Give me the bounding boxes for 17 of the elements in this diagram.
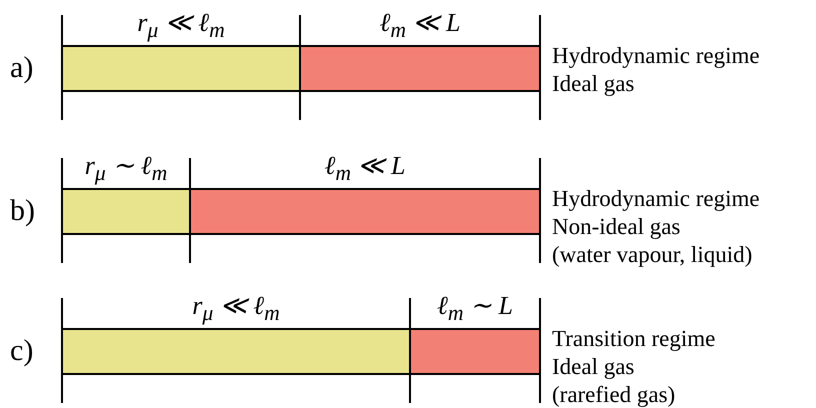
- regime-note: Hydrodynamic regime: [552, 186, 760, 212]
- panel-letter: a): [10, 51, 34, 85]
- range-label: r$_{μ}$ ∼ ℓ$_{m}$: [84, 150, 168, 186]
- regime-note: Transition regime: [552, 326, 716, 352]
- regime-note: Non-ideal gas: [552, 214, 680, 240]
- regime-note: (rarefied gas): [552, 382, 676, 408]
- range-label: ℓ$_{m}$ ∼ L: [436, 290, 514, 326]
- regime-note: Hydrodynamic regime: [552, 43, 760, 69]
- regime-note: Ideal gas: [552, 71, 634, 97]
- panel-letter: c): [10, 334, 34, 368]
- regime-note: (water vapour, liquid): [552, 242, 752, 268]
- range-label: ℓ$_{m}$ ≪ L: [324, 150, 406, 186]
- range-label: r$_{μ}$ ≪ ℓ$_{m}$: [191, 290, 281, 326]
- regime-note: Ideal gas: [552, 354, 634, 380]
- range-label: ℓ$_{m}$ ≪ L: [378, 7, 462, 44]
- range-label: r$_{μ}$ ≪ ℓ$_{m}$: [136, 7, 226, 44]
- panel-letter: b): [10, 194, 35, 228]
